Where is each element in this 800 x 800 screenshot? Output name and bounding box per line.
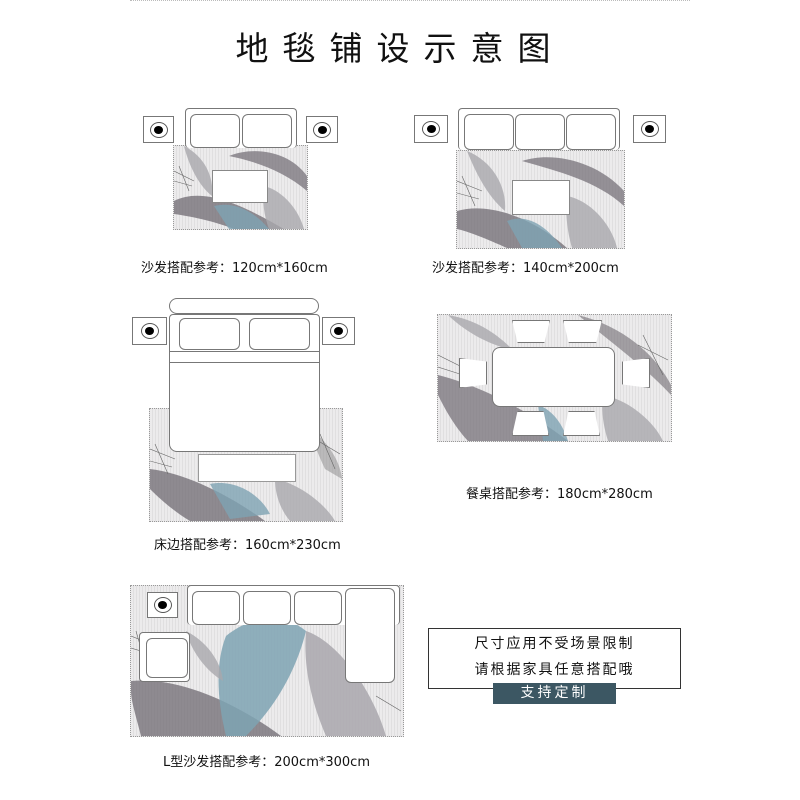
- feather-pattern: [150, 429, 342, 521]
- note-line-1: 尺寸应用不受场景限制: [474, 636, 635, 652]
- sofa-cushion: [515, 114, 565, 150]
- chair-bottom-left: [512, 411, 549, 436]
- sofa-cushion: [242, 114, 292, 148]
- page-title: 地毯铺设示意图: [235, 29, 565, 68]
- sofa-cushion: [190, 114, 240, 148]
- caption-l-sofa: L型沙发搭配参考：200cm*300cm: [163, 755, 370, 770]
- lamp-icon: [313, 121, 331, 138]
- feather-pattern: [174, 146, 307, 229]
- chair-top-right: [563, 320, 602, 343]
- headboard: [169, 298, 319, 314]
- chair-right: [622, 358, 650, 388]
- lamp-icon: [329, 323, 348, 339]
- side-table: [147, 592, 178, 618]
- pillow: [179, 318, 240, 350]
- chair-top-left: [512, 320, 550, 343]
- nightstand-right: [322, 317, 355, 345]
- side-table-right: [633, 115, 666, 143]
- sofa-cushion: [192, 591, 240, 625]
- sofa-cushion: [243, 591, 291, 625]
- sofa-cushion: [464, 114, 514, 150]
- armchair-cushion: [146, 638, 188, 678]
- sofa-cushion: [294, 591, 342, 625]
- coffee-table: [212, 170, 268, 203]
- chaise-cushion: [345, 588, 395, 683]
- customization-note: 尺寸应用不受场景限制 请根据家具任意搭配哦: [428, 628, 681, 689]
- side-table-left: [414, 115, 448, 143]
- feather-pattern: [131, 618, 402, 736]
- caption-sofa-small: 沙发搭配参考：120cm*160cm: [141, 261, 328, 276]
- bed-bench: [198, 454, 296, 482]
- chair-left: [459, 358, 487, 388]
- coffee-table: [512, 180, 570, 215]
- side-table-right: [306, 116, 338, 143]
- blanket-fold: [169, 351, 320, 363]
- top-dotted-divider: [130, 0, 690, 1]
- chair-bottom-right: [563, 411, 600, 436]
- caption-dining: 餐桌搭配参考：180cm*280cm: [466, 487, 653, 502]
- lamp-icon: [640, 121, 659, 137]
- pillow: [249, 318, 310, 350]
- caption-bed: 床边搭配参考：160cm*230cm: [154, 538, 341, 553]
- lamp-icon: [140, 323, 159, 339]
- sofa-cushion: [566, 114, 616, 150]
- lamp-icon: [153, 597, 172, 613]
- lamp-icon: [149, 121, 168, 138]
- feather-pattern: [457, 151, 624, 248]
- dining-table: [492, 347, 615, 407]
- custom-order-button[interactable]: 支持定制: [493, 683, 616, 704]
- caption-sofa-large: 沙发搭配参考：140cm*200cm: [432, 261, 619, 276]
- lamp-icon: [422, 121, 440, 137]
- side-table-left: [143, 116, 174, 143]
- note-line-2: 请根据家具任意搭配哦: [474, 662, 635, 678]
- nightstand-left: [132, 317, 167, 345]
